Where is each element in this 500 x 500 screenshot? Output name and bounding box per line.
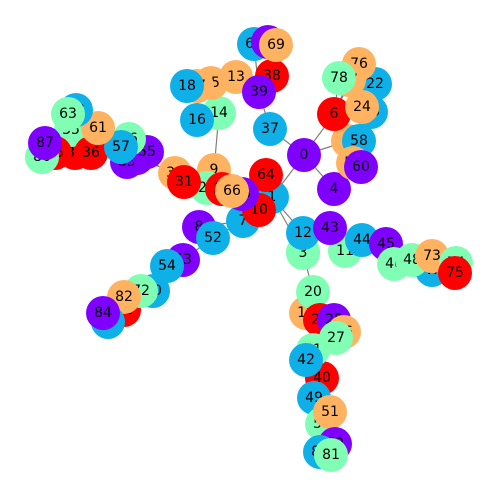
node-64: 64 — [249, 158, 283, 192]
node-51: 51 — [313, 395, 347, 429]
node-circle — [287, 138, 321, 172]
node-20: 20 — [296, 275, 330, 309]
node-circle — [242, 75, 276, 109]
node-6: 6 — [317, 97, 351, 131]
node-label: 36 — [82, 145, 100, 161]
node-label: 51 — [321, 404, 339, 420]
node-circle — [344, 150, 378, 184]
node-label: 81 — [322, 447, 340, 463]
node-label: 31 — [175, 174, 193, 190]
node-43: 43 — [313, 211, 347, 245]
node-label: 20 — [304, 284, 322, 300]
node-circle — [259, 28, 293, 62]
node-69: 69 — [259, 28, 293, 62]
node-label: 42 — [297, 352, 315, 368]
node-label: 75 — [446, 265, 464, 281]
node-circle — [296, 275, 330, 309]
node-label: 18 — [178, 78, 196, 94]
node-label: 44 — [353, 232, 371, 248]
node-label: 24 — [353, 99, 371, 115]
node-label: 37 — [261, 121, 279, 137]
node-label: 7 — [239, 213, 248, 229]
node-circle — [317, 97, 351, 131]
node-circle — [51, 97, 85, 131]
node-label: 73 — [423, 248, 441, 264]
node-label: 58 — [350, 133, 368, 149]
node-4: 4 — [317, 172, 351, 206]
node-label: 27 — [327, 330, 345, 346]
node-circle — [196, 221, 230, 255]
node-circle — [345, 90, 379, 124]
node-label: 66 — [223, 183, 241, 199]
node-label: 82 — [115, 289, 133, 305]
node-label: 16 — [188, 112, 206, 128]
node-label: 64 — [257, 167, 275, 183]
node-63: 63 — [51, 97, 85, 131]
node-circle — [249, 158, 283, 192]
node-label: 9 — [210, 162, 219, 178]
node-18: 18 — [170, 69, 204, 103]
node-label: 52 — [204, 230, 222, 246]
node-circle — [150, 249, 184, 283]
node-12: 12 — [286, 216, 320, 250]
node-circle — [253, 112, 287, 146]
node-label: 69 — [267, 37, 285, 53]
node-label: 54 — [158, 258, 176, 274]
node-label: 61 — [89, 120, 107, 136]
node-66: 66 — [215, 174, 249, 208]
node-52: 52 — [196, 221, 230, 255]
node-87: 87 — [28, 126, 62, 160]
node-circle — [167, 165, 201, 199]
node-75: 75 — [438, 256, 472, 290]
node-label: 1 — [268, 189, 277, 205]
node-circle — [313, 395, 347, 429]
node-circle — [317, 172, 351, 206]
node-label: 14 — [210, 105, 228, 121]
node-circle — [86, 296, 120, 330]
node-label: 6 — [330, 106, 339, 122]
node-16: 16 — [180, 103, 214, 137]
node-label: 12 — [294, 225, 312, 241]
node-label: 0 — [300, 147, 309, 163]
node-circle — [314, 438, 348, 472]
node-39: 39 — [242, 75, 276, 109]
node-0: 0 — [287, 138, 321, 172]
node-label: 60 — [352, 159, 370, 175]
node-78: 78 — [322, 61, 356, 95]
node-label: 57 — [112, 139, 130, 155]
node-84: 84 — [86, 296, 120, 330]
node-label: 39 — [250, 84, 268, 100]
node-label: 8 — [195, 219, 204, 235]
node-label: 78 — [330, 70, 348, 86]
node-54: 54 — [150, 249, 184, 283]
node-label: 3 — [299, 245, 308, 261]
node-24: 24 — [345, 90, 379, 124]
node-label: 10 — [250, 202, 268, 218]
node-circle — [170, 69, 204, 103]
node-circle — [104, 130, 138, 164]
node-circle — [313, 211, 347, 245]
node-81: 81 — [314, 438, 348, 472]
node-37: 37 — [253, 112, 287, 146]
node-label: 43 — [321, 220, 339, 236]
node-circle — [322, 61, 356, 95]
node-label: 13 — [227, 69, 245, 85]
nodes-layer: 0123456789101112131415161718192021222324… — [25, 25, 473, 472]
node-circle — [215, 174, 249, 208]
node-circle — [180, 103, 214, 137]
node-60: 60 — [344, 150, 378, 184]
node-57: 57 — [104, 130, 138, 164]
node-circle — [289, 343, 323, 377]
node-label: 22 — [366, 76, 384, 92]
node-label: 63 — [59, 106, 77, 122]
node-label: 84 — [94, 305, 112, 321]
node-31: 31 — [167, 165, 201, 199]
node-circle — [286, 216, 320, 250]
node-label: 87 — [36, 135, 54, 151]
node-42: 42 — [289, 343, 323, 377]
node-circle — [438, 256, 472, 290]
node-label: 4 — [330, 181, 339, 197]
node-circle — [28, 126, 62, 160]
